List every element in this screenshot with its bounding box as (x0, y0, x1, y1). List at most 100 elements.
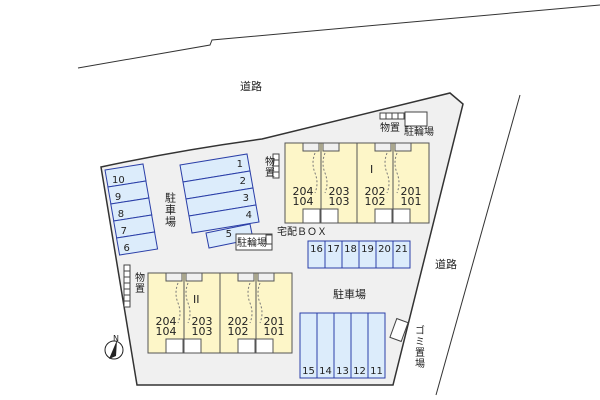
entrance (320, 208, 339, 224)
stair-outline (384, 152, 390, 194)
parking-space: 20 (375, 240, 394, 269)
parking-space: 14 (316, 312, 335, 379)
delivery-box-label: 宅配ＢＯＸ (277, 225, 327, 238)
parking-number: 13 (336, 366, 349, 377)
parking-number: 17 (327, 244, 340, 255)
parking-space: 21 (392, 240, 411, 269)
entrance (374, 208, 393, 224)
stair-outline (322, 152, 328, 194)
unit-number-lower: 104 (156, 325, 177, 338)
parking-number: 19 (361, 244, 374, 255)
storage-unit (123, 294, 131, 302)
storage-unit (272, 171, 280, 179)
road-label-right: 道路 (435, 257, 457, 271)
storage-unit (272, 153, 280, 161)
parking-number: 18 (344, 244, 357, 255)
balcony-notch (165, 272, 183, 282)
unit-number-upper: 202 (228, 315, 249, 328)
entrance (183, 338, 202, 354)
balcony-notch (374, 142, 392, 152)
parking-space: 13 (333, 312, 352, 379)
parking-space: 19 (358, 240, 377, 269)
garbage-label: ゴミ置場 (413, 324, 425, 369)
road-edge-right (435, 94, 521, 396)
stair-outline (312, 152, 318, 194)
parking-label-right: 駐車場 (333, 287, 366, 301)
unit-number-lower: 101 (401, 195, 422, 208)
bike-shed (404, 111, 428, 127)
stair-outline (185, 282, 191, 324)
unit-number-upper: 202 (365, 185, 386, 198)
storage-unit (391, 112, 399, 120)
parking-number: 4 (246, 210, 252, 221)
parking-space: 16 (307, 240, 326, 269)
unit-number-upper: 204 (293, 185, 314, 198)
road-edge-top (77, 4, 600, 69)
parking-number: 7 (121, 226, 127, 237)
north-arrow: N (104, 334, 124, 360)
storage-unit (385, 112, 393, 120)
parking-space: 15 (299, 312, 318, 379)
parking-number: 1 (237, 159, 243, 170)
building-name: II (193, 293, 200, 306)
storage-label: 物置 (133, 271, 145, 294)
parking-number: 11 (370, 366, 383, 377)
parking-number: 16 (310, 244, 323, 255)
parking-number: 21 (395, 244, 408, 255)
stair-outline (394, 152, 400, 194)
bike-parking-label: 駐輪場 (404, 125, 434, 138)
balcony-notch (185, 272, 203, 282)
unit-number-lower: 102 (365, 195, 386, 208)
entrance (302, 208, 321, 224)
parking-number: 14 (319, 366, 332, 377)
stair-outline (247, 282, 253, 324)
road-label-top: 道路 (240, 79, 262, 93)
parking-number: 5 (226, 229, 232, 240)
storage-label: 物置 (263, 155, 275, 178)
stair-outline (175, 282, 181, 324)
balcony-notch (394, 142, 412, 152)
balcony-notch (237, 272, 255, 282)
storage-unit (123, 288, 131, 296)
parking-number: 12 (353, 366, 366, 377)
parking-label: 駐車場 (164, 191, 177, 228)
unit-number-lower: 103 (192, 325, 213, 338)
storage-unit (272, 165, 280, 173)
north-label: N (113, 334, 119, 343)
storage-unit (123, 270, 131, 278)
entrance (237, 338, 256, 354)
storage-unit (272, 159, 280, 167)
parking-space: 6 (115, 231, 159, 256)
parking-space: 12 (350, 312, 369, 379)
parking-space: 17 (324, 240, 343, 269)
unit-number-upper: 203 (192, 315, 213, 328)
entrance (165, 338, 184, 354)
parking-space: 4 (188, 204, 260, 234)
entrance (392, 208, 411, 224)
parking-number: 20 (378, 244, 391, 255)
entrance (255, 338, 274, 354)
unit-number-lower: 102 (228, 325, 249, 338)
unit-number-upper: 201 (264, 315, 285, 328)
unit-number-upper: 203 (329, 185, 350, 198)
parking-number: 9 (115, 192, 121, 203)
unit-block (255, 272, 293, 354)
parking-space: 18 (341, 240, 360, 269)
delivery-box (265, 234, 273, 245)
building-name: I (370, 163, 373, 176)
balcony-notch (322, 142, 340, 152)
parking-space: 11 (367, 312, 386, 379)
storage-unit (397, 112, 405, 120)
parking-number: 3 (243, 193, 249, 204)
parking-number: 15 (302, 366, 315, 377)
balcony-notch (257, 272, 275, 282)
storage-unit (123, 300, 131, 308)
unit-number-lower: 104 (293, 195, 314, 208)
parking-number: 10 (112, 175, 125, 186)
unit-number-upper: 204 (156, 315, 177, 328)
bike-parking-label: 駐輪場 (237, 236, 267, 249)
balcony-notch (302, 142, 320, 152)
